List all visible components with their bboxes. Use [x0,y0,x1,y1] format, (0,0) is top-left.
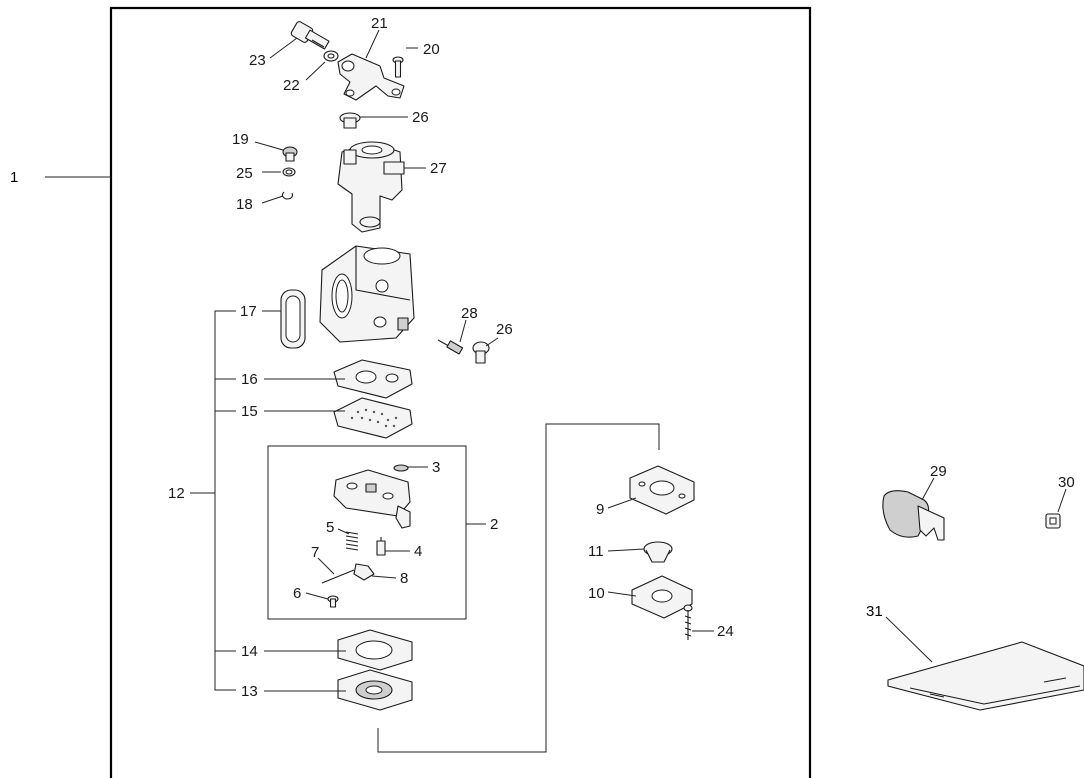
part-11-valve-cup [643,541,673,563]
callout-18-leader [261,195,284,204]
part-31-manual [887,641,1084,711]
callout-1: 1 [10,169,18,186]
metering-body [333,469,411,529]
callout-29: 29 [930,463,947,480]
part-27-throttle-housing [337,141,405,233]
part-28-needle [437,339,464,355]
part-7-pin [321,569,355,584]
callout-31-leader [885,616,933,663]
callout-26b: 26 [496,321,513,338]
callout-23-leader [269,37,298,59]
callout-13: 13 [241,683,258,700]
part-26-plug-top [339,112,361,129]
callout-6-leader [305,592,329,600]
callout-4: 4 [414,543,422,560]
part-19-plug-screw [282,146,298,162]
carburetor-body [319,245,415,343]
callout-18: 18 [236,196,253,213]
callout-8: 8 [400,570,408,587]
callout-29-leader [921,477,935,501]
callout-21: 21 [371,15,388,32]
part-24-screw [683,604,693,640]
callout-7-leader [317,557,335,575]
callout-28: 28 [461,305,478,322]
part-26-plug-side [472,341,490,364]
callout-25: 25 [236,165,253,182]
callout-16: 16 [241,371,258,388]
callout-26b-leader [485,337,499,347]
callout-26a: 26 [412,109,429,126]
callout-8-leader [371,575,397,579]
part-16-gasket [333,359,413,399]
callout-11: 11 [588,543,604,560]
callout-5-leader [337,528,350,535]
part-9-pump-cover [629,465,695,515]
pump-assembly-connector [377,423,660,753]
callout-17: 17 [240,303,257,320]
carburetor-assembly-frame [109,6,812,778]
callout-9-leader [607,497,637,509]
part-3-screen [393,464,409,472]
callout-24: 24 [717,623,734,640]
part-8-lever [353,563,375,581]
callout-2: 2 [490,516,498,533]
callout-10: 10 [588,585,605,602]
part-20-screw [392,56,404,78]
part-21-bracket [337,53,405,101]
callout-20: 20 [423,41,440,58]
callout-19-leader [254,141,284,151]
callout-14: 14 [241,643,258,660]
callout-3: 3 [432,459,440,476]
callout-27: 27 [430,160,447,177]
part-6-screw [327,595,339,608]
callout-22: 22 [283,77,300,94]
callout-15: 15 [241,403,258,420]
part-30-clip [1045,513,1061,529]
callout-9: 9 [596,501,604,518]
callout-30-leader [1057,488,1067,513]
callout-21-leader [365,29,380,59]
callout-19: 19 [232,131,249,148]
part-22-washer [323,50,339,62]
part-10-pump-plate [631,575,693,619]
part-13-diaphragm [337,669,413,711]
part-14-gasket [337,629,413,671]
part-29-cover [882,490,945,541]
part-25-o-ring [282,167,296,177]
callout-31: 31 [866,603,883,620]
part-18-clip [281,191,293,200]
callout-28-leader [459,319,467,343]
part-17-gasket [280,289,306,349]
callout-12-bracket [214,310,236,691]
callout-12: 12 [168,485,185,502]
callout-6: 6 [293,585,301,602]
part-23-bolt [290,21,330,50]
part-4-needle-valve [376,537,386,556]
callout-7: 7 [311,544,319,561]
callout-23: 23 [249,52,266,69]
callout-22-leader [305,61,326,81]
callout-5: 5 [326,519,334,536]
callout-30: 30 [1058,474,1075,491]
part-15-diaphragm [333,397,413,439]
callout-11-leader [607,548,645,552]
metering-kit-box [267,445,467,620]
part-5-spring [345,531,359,551]
callout-10-leader [607,591,637,597]
